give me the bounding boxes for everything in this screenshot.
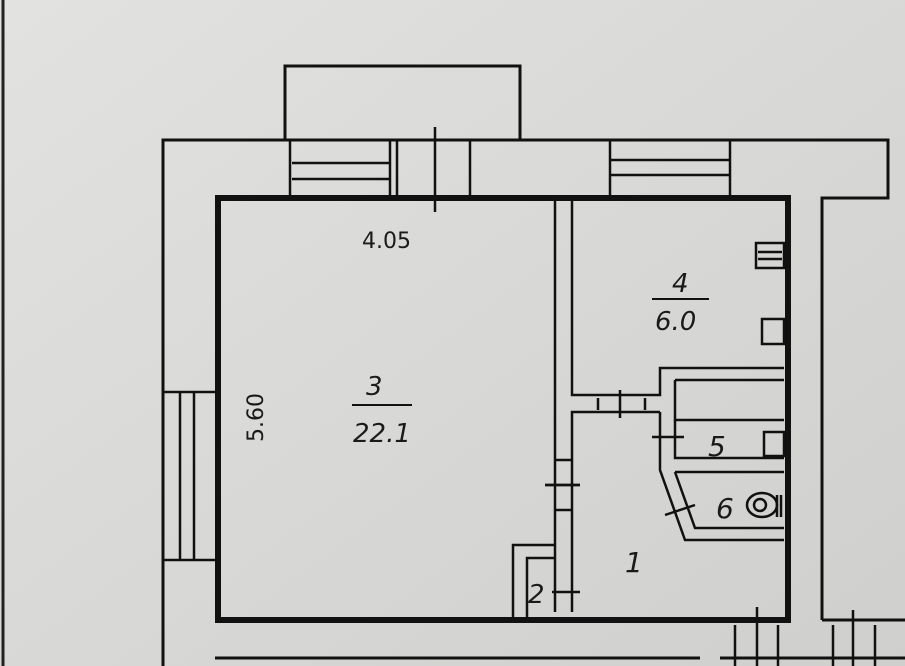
washbasin-icon — [762, 430, 786, 458]
room-2-number: 2 — [528, 580, 545, 610]
outer-walls — [161, 64, 905, 666]
room-4-number: 4 — [672, 269, 689, 299]
width-dimension: 4.05 — [362, 229, 411, 254]
room-6-number: 6 — [716, 492, 734, 525]
room-4-area: 6.0 — [655, 307, 696, 337]
apartment-outline — [215, 195, 791, 623]
room-3-number: 3 — [366, 372, 383, 402]
room-5-number: 5 — [708, 430, 726, 463]
room-1-number: 1 — [625, 546, 643, 579]
fixtures — [745, 241, 786, 519]
balcony — [283, 64, 522, 140]
height-dimension: 5.60 — [244, 393, 269, 442]
room-3-area: 22.1 — [353, 419, 411, 449]
stove-icon — [754, 241, 786, 270]
window-left — [161, 390, 220, 562]
interior-walls — [511, 198, 877, 666]
kitchen-sink-icon — [760, 317, 786, 346]
